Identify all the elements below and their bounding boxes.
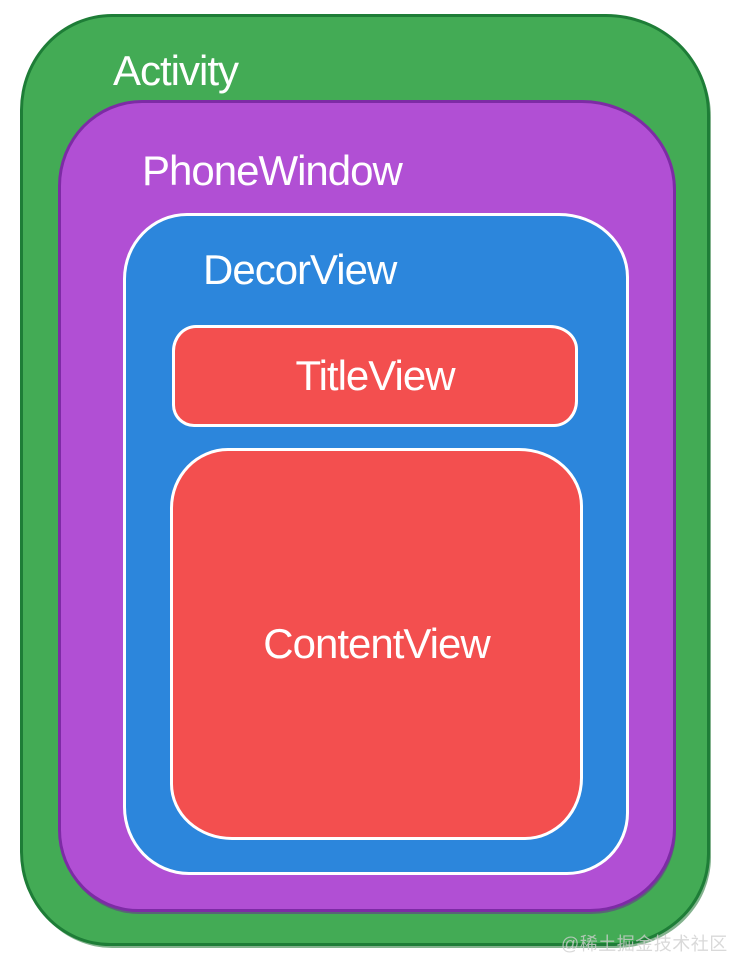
phone-window-label: PhoneWindow xyxy=(142,147,403,194)
title-view-label: TitleView xyxy=(295,352,455,399)
juejin-watermark: @稀土掘金技术社区 xyxy=(561,934,728,954)
content-view-box: ContentView xyxy=(170,448,583,840)
title-view-box: TitleView xyxy=(172,325,578,427)
content-view-label: ContentView xyxy=(263,620,490,667)
decor-view-label: DecorView xyxy=(203,246,397,293)
activity-label: Activity xyxy=(113,47,239,94)
